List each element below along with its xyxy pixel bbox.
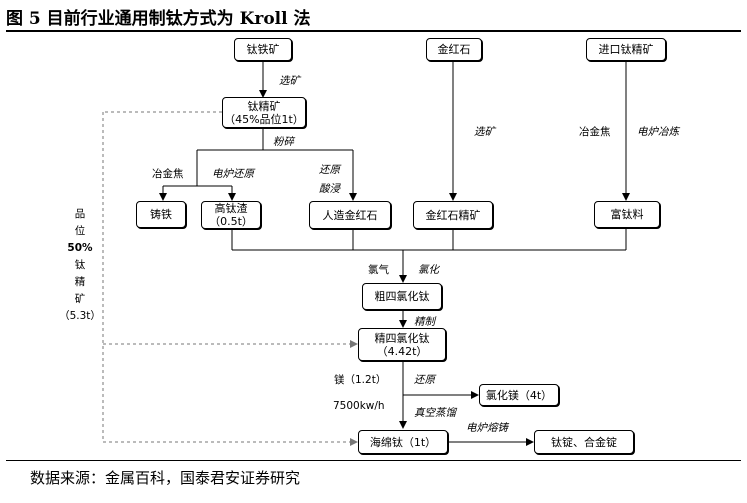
- node-rutile-concentrate: 金红石精矿: [413, 201, 493, 229]
- node-crude-ticl4: 粗四氯化钛: [362, 283, 442, 310]
- node-rutile: 金红石: [426, 38, 482, 61]
- label-chlorine: 氯气: [368, 264, 389, 276]
- label-elec-melt: 电炉熔铸: [466, 422, 508, 434]
- label-elec-smelt: 电炉冶炼: [637, 126, 679, 138]
- label-elec-reduction: 电炉还原: [212, 168, 254, 180]
- source-rule: [6, 460, 741, 461]
- label-magnesium: 镁（1.2t）: [334, 374, 387, 386]
- data-source: 数据来源：金属百科，国泰君安证券研究: [30, 469, 301, 487]
- node-imported-ti-concentrate: 进口钛精矿: [586, 38, 666, 61]
- label-chlorination: 氯化: [418, 264, 439, 276]
- label-beneficiation-1: 选矿: [279, 75, 300, 87]
- label-refining: 精制: [414, 316, 435, 328]
- node-sponge-ti: 海绵钛（1t）: [358, 430, 448, 454]
- label-vacuum: 真空蒸馏: [414, 407, 456, 419]
- label-beneficiation-2: 选矿: [474, 126, 495, 138]
- node-rich-ti-material: 富钛料: [594, 201, 660, 228]
- label-coke-2: 冶金焦: [579, 126, 611, 138]
- title-rule: [6, 30, 741, 32]
- label-power: 7500kw/h: [333, 400, 385, 412]
- node-mgcl2: 氯化镁（4t）: [479, 384, 559, 406]
- label-coke-1: 冶金焦: [152, 168, 184, 180]
- label-acid-leach: 酸浸: [319, 183, 340, 195]
- node-ti-iron-ore: 钛铁矿: [234, 38, 292, 61]
- label-grinding: 粉碎: [273, 136, 294, 148]
- node-refined-ticl4: 精四氯化钛 （4.42t）: [358, 328, 446, 361]
- label-reduction: 还原: [319, 164, 340, 176]
- node-high-ti-slag: 高钛渣 （0.5t）: [201, 201, 261, 229]
- node-ti-concentrate: 钛精矿 （45%品位1t）: [222, 97, 306, 128]
- node-ingots: 钛锭、合金锭: [534, 430, 634, 454]
- label-side-grade: 品 位 50% 钛 精 矿 （5.3t）: [59, 208, 101, 322]
- figure-title: 图 5 目前行业通用制钛方式为 Kroll 法: [6, 9, 311, 29]
- label-reduce2: 还原: [414, 374, 435, 386]
- node-synthetic-rutile: 人造金红石: [309, 201, 391, 229]
- node-cast-iron: 铸铁: [136, 201, 186, 228]
